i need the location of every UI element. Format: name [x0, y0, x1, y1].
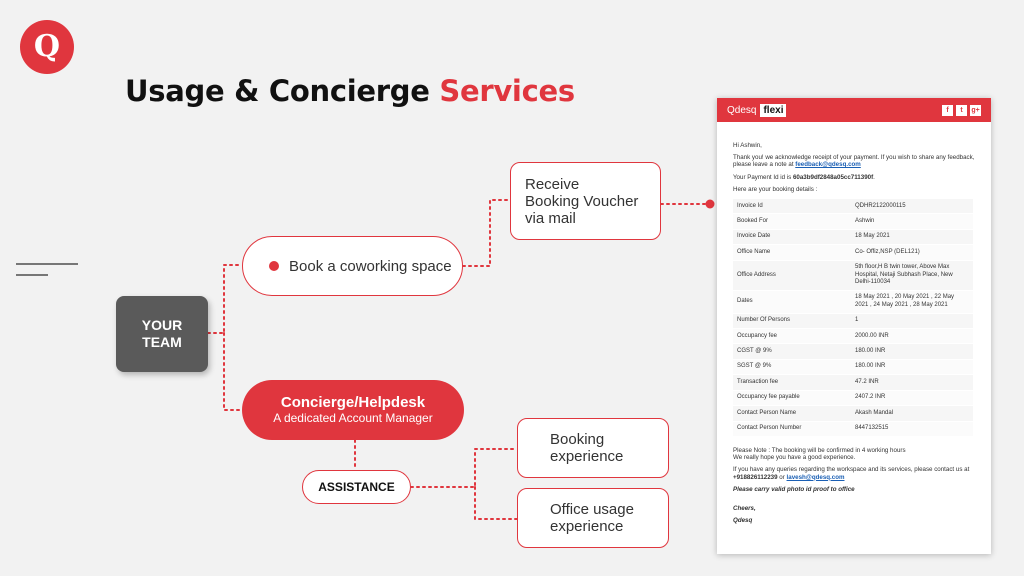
- row-label: SGST @ 9%: [733, 359, 851, 376]
- row-value: 2000.00 INR: [851, 328, 973, 345]
- row-label: Occupancy fee: [733, 328, 851, 345]
- row-label: Transaction fee: [733, 374, 851, 391]
- row-value: Akash Mandal: [851, 405, 973, 422]
- row-value: Ashwin: [851, 213, 973, 230]
- row-value: QDHR2122000115: [851, 199, 973, 215]
- note-line1: Please Note : The booking will be confir…: [733, 446, 906, 454]
- email-thanks: Thank you! we acknowledge receipt of you…: [733, 154, 975, 168]
- row-label: CGST @ 9%: [733, 343, 851, 360]
- row-label: Invoice Id: [733, 199, 851, 215]
- payment-suffix: .: [873, 173, 875, 181]
- social-icons: f t g+: [942, 104, 981, 116]
- email-signoff: Qdesq: [733, 517, 753, 525]
- row-value: 18 May 2021: [851, 229, 973, 246]
- concierge-heading: Concierge/Helpdesk: [280, 394, 426, 411]
- booking-voucher-email: Qdesq flexi f t g+ Hi Ashwin, Thank you!…: [717, 98, 991, 554]
- queries-or: or: [777, 473, 787, 481]
- row-label: Number Of Persons: [733, 313, 851, 330]
- bullet-dot-icon: [269, 261, 279, 271]
- concierge-helpdesk-node: Concierge/Helpdesk A dedicated Account M…: [242, 380, 464, 440]
- assistance-label: ASSISTANCE: [318, 480, 395, 494]
- concierge-subtitle: A dedicated Account Manager: [273, 411, 433, 425]
- brand-logo: Q: [20, 20, 74, 74]
- team-label-line2: TEAM: [142, 334, 182, 350]
- assistance-node: ASSISTANCE: [302, 470, 411, 504]
- table-row: CGST @ 9%180.00 INR: [733, 343, 973, 360]
- email-id-proof: Please carry valid photo id proof to off…: [733, 485, 855, 493]
- row-value: 8447132515: [851, 421, 973, 437]
- google-plus-icon[interactable]: g+: [970, 104, 981, 116]
- booking-experience-label: Booking experience: [550, 431, 624, 465]
- thanks-text: Thank you! we acknowledge receipt of you…: [733, 154, 975, 169]
- email-greeting: Hi Ashwin,: [733, 142, 762, 149]
- title-accent: Services: [439, 74, 575, 108]
- twitter-icon[interactable]: t: [956, 104, 967, 116]
- page-title: Usage & Concierge Services: [125, 74, 575, 108]
- row-value: 180.00 INR: [851, 343, 973, 360]
- email-queries: If you have any queries regarding the wo…: [733, 466, 975, 480]
- row-value: 5th floor,H B twin tower, Above Max Hosp…: [851, 260, 973, 291]
- row-value: 2407.2 INR: [851, 390, 973, 407]
- facebook-icon[interactable]: f: [942, 104, 953, 116]
- email-note: Please Note : The booking will be confir…: [733, 447, 975, 461]
- payment-prefix: Your Payment Id id is: [733, 173, 793, 181]
- row-label: Booked For: [733, 213, 851, 230]
- row-label: Invoice Date: [733, 229, 851, 246]
- book-coworking-node: Book a coworking space: [242, 236, 463, 296]
- decorative-line: [16, 263, 78, 265]
- book-coworking-label: Book a coworking space: [289, 257, 452, 275]
- row-label: Contact Person Number: [733, 421, 851, 437]
- your-team-box: YOUR TEAM: [116, 296, 208, 372]
- email-cheers: Cheers,: [733, 504, 756, 512]
- row-label: Contact Person Name: [733, 405, 851, 422]
- email-payment-id: Your Payment Id id is 60a3b9df2848a05cc7…: [733, 174, 975, 181]
- booking-experience-node: Booking experience: [517, 418, 669, 478]
- row-label: Office Address: [733, 260, 851, 291]
- decorative-line: [16, 274, 48, 276]
- office-usage-experience-node: Office usage experience: [517, 488, 669, 548]
- queries-email-link[interactable]: lavesh@qdesq.com: [786, 473, 845, 481]
- row-value: 18 May 2021 , 20 May 2021 , 22 May 2021 …: [851, 290, 973, 314]
- row-label: Dates: [733, 290, 851, 314]
- office-usage-experience-label: Office usage experience: [550, 501, 634, 535]
- receive-voucher-label: Receive Booking Voucher via mail: [525, 175, 639, 227]
- connector-endpoint: [705, 199, 715, 209]
- receive-voucher-node: Receive Booking Voucher via mail: [510, 162, 661, 240]
- row-value: Co- Offiz,NSP (DEL121): [851, 244, 973, 261]
- email-brand-name: Qdesq: [727, 104, 757, 116]
- email-brand: Qdesq flexi: [727, 103, 787, 117]
- row-value: 180.00 INR: [851, 359, 973, 376]
- queries-text: If you have any queries regarding the wo…: [733, 466, 970, 474]
- row-value: 47.2 INR: [851, 374, 973, 391]
- email-brand-tag: flexi: [760, 103, 787, 117]
- payment-id-value: 60a3b9df2848a05cc711390f: [792, 173, 874, 181]
- row-label: Occupancy fee payable: [733, 390, 851, 407]
- email-body: Hi Ashwin, Thank you! we acknowledge rec…: [717, 122, 991, 524]
- title-main: Usage & Concierge: [125, 74, 440, 108]
- logo-letter: Q: [33, 29, 61, 64]
- feedback-email-link[interactable]: feedback@qdesq.com: [795, 161, 861, 169]
- row-value: 1: [851, 313, 973, 330]
- note-line2: We really hope you have a good experienc…: [733, 454, 856, 462]
- team-label-line1: YOUR: [141, 317, 183, 333]
- table-row: SGST @ 9%180.00 INR: [733, 359, 973, 376]
- row-label: Office Name: [733, 244, 851, 261]
- queries-phone: +918826112239: [733, 473, 778, 481]
- email-details-intro: Here are your booking details :: [733, 185, 818, 193]
- email-header: Qdesq flexi f t g+: [717, 98, 991, 122]
